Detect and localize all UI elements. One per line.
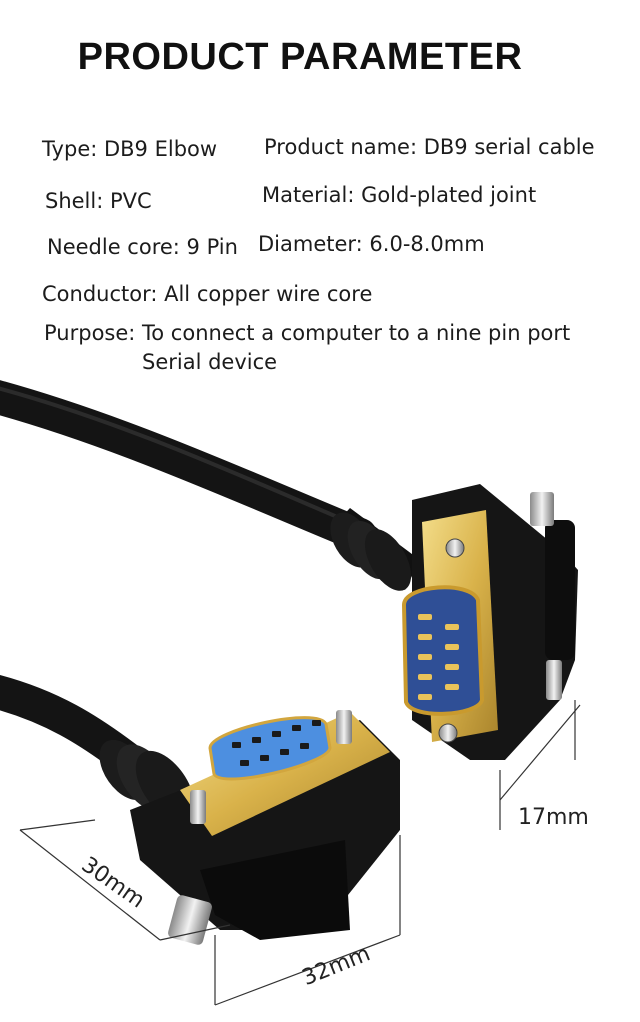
spec-conductor: Conductor: All copper wire core (42, 282, 373, 306)
spec-needle-core: Needle core: 9 Pin (47, 235, 238, 259)
spec-diameter: Diameter: 6.0-8.0mm (258, 232, 485, 256)
spec-shell: Shell: PVC (45, 189, 152, 213)
dimension-height-label: 17mm (518, 805, 589, 830)
upper-cable (0, 380, 377, 552)
dimension-lines (19, 700, 581, 1006)
female-db9-connector (130, 710, 400, 945)
male-db9-connector (401, 484, 578, 760)
spec-product-name: Product name: DB9 serial cable (264, 135, 595, 159)
spec-type: Type: DB9 Elbow (42, 137, 218, 161)
page-title: PRODUCT PARAMETER (77, 36, 523, 78)
dimension-width-label: 32mm (299, 941, 374, 991)
spec-purpose: Purpose: To connect a computer to a nine… (44, 321, 571, 345)
cable-illustration: 17mm 30mm 32mm (0, 380, 589, 1006)
spec-material: Material: Gold-plated joint (262, 183, 537, 207)
upper-strain-relief (330, 508, 420, 591)
spec-purpose-continued: Serial device (142, 350, 278, 374)
